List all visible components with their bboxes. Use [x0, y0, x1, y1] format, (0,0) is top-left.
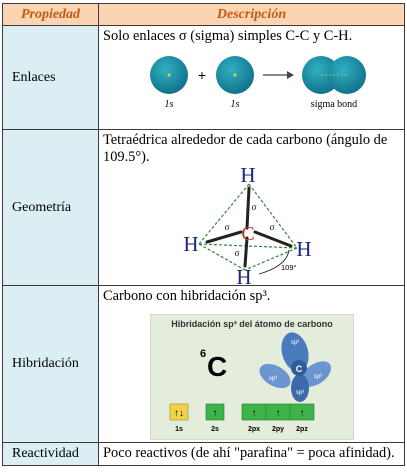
property-cell: Geometría — [2, 129, 99, 286]
description-cell: Tetraédrica alrededor de cada carbono (á… — [98, 129, 405, 286]
atom-h: H — [236, 265, 251, 284]
svg-text:↑: ↑ — [275, 408, 280, 419]
property-cell: Hibridación — [2, 285, 99, 443]
plus-sign: + — [197, 67, 205, 83]
header-property: Propiedad — [2, 3, 99, 26]
orbital-label: 1s — [175, 426, 183, 433]
label-1s: 1s — [164, 99, 173, 110]
tetrahedron-edges — [198, 183, 297, 271]
element-symbol: C — [207, 351, 227, 382]
description-text: Poco reactivos (de ahí "parafina" = poca… — [103, 445, 395, 461]
description-text: Tetraédrica alrededor de cada carbono (á… — [103, 132, 388, 165]
table-row: Geometría Tetraédrica alrededor de cada … — [2, 129, 405, 286]
sigma-label: σ — [234, 248, 239, 258]
angle-arc — [258, 249, 289, 275]
svg-text:↑: ↑ — [251, 408, 256, 419]
orbital-boxes: ↑↓ ↑ ↑ ↑ ↑ — [169, 403, 314, 421]
bonds — [205, 186, 292, 268]
nucleus-dot — [232, 73, 237, 77]
atom-h: H — [296, 237, 311, 261]
angle-label: 109° — [281, 263, 297, 272]
hybridization-figure: Hibridación sp³ del átomo de carbono 6 C… — [149, 314, 354, 440]
svg-text:↑: ↑ — [299, 408, 304, 419]
table-row: Enlaces Solo enlaces σ (sigma) simples C… — [2, 25, 405, 130]
description-text: Carbono con hibridación sp³. — [103, 288, 271, 304]
header-description: Descripción — [98, 3, 405, 26]
description-cell: Carbono con hibridación sp³. Hibridación… — [98, 285, 405, 443]
nucleus-dot — [166, 73, 171, 77]
arrow-head — [286, 71, 294, 79]
sigma-label: σ — [251, 202, 256, 212]
atom-h: H — [183, 232, 198, 256]
atomic-number: 6 — [200, 348, 206, 360]
orbital-label: 2py — [271, 426, 283, 433]
orbital-label: 2s — [211, 426, 219, 433]
property-cell: Reactividad — [2, 442, 99, 466]
tetrahedral-figure: H H H H C σ σ σ σ 109° — [183, 166, 311, 284]
figure-title: Hibridación sp³ del átomo de carbono — [171, 319, 333, 329]
atom-h: H — [240, 166, 255, 187]
sigma-label: σ — [269, 222, 274, 232]
atom-c: C — [241, 223, 254, 245]
sigma-label: σ — [224, 222, 229, 232]
description-cell: Solo enlaces σ (sigma) simples C-C y C-H… — [98, 25, 405, 130]
sigma-bond-figure: + 1s 1s sigma bond — [149, 56, 366, 110]
properties-table: Propiedad Descripción Enlaces Solo enlac… — [2, 3, 405, 466]
table-row: Reactividad Poco reactivos (de ahí "para… — [2, 442, 405, 466]
property-cell: Enlaces — [2, 25, 99, 130]
lobe-label: sp³ — [268, 376, 276, 382]
label-1s: 1s — [230, 99, 239, 110]
lobe-label: sp³ — [295, 390, 303, 396]
sp3-lobes — [258, 332, 331, 402]
orbital-label: 2px — [247, 426, 259, 433]
table-row: Hibridación Carbono con hibridación sp³.… — [2, 285, 405, 443]
lobe-center-label: C — [295, 364, 302, 374]
lobe-label: sp³ — [313, 374, 321, 380]
svg-text:↑↓: ↑↓ — [174, 408, 184, 419]
lobe-label: sp³ — [290, 340, 298, 346]
description-text: Solo enlaces σ (sigma) simples C-C y C-H… — [103, 28, 353, 44]
orbital-label: 2pz — [296, 426, 308, 433]
description-cell: Poco reactivos (de ahí "parafina" = poca… — [98, 442, 405, 466]
svg-text:↑: ↑ — [212, 408, 217, 419]
label-sigma-bond: sigma bond — [310, 99, 356, 110]
header-row: Propiedad Descripción — [2, 3, 405, 26]
